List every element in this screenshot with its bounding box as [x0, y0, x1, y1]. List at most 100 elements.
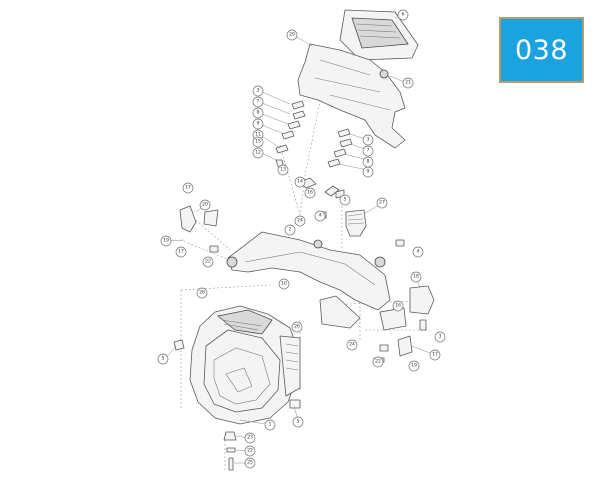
callout-19: 19 [160, 235, 172, 247]
callout-7b: 7 [362, 145, 374, 157]
callout-25: 25 [244, 457, 256, 469]
callout-label: 16 [395, 303, 401, 309]
callout-16b: 16 [392, 300, 404, 312]
callout-label: 6 [402, 12, 405, 18]
cluster-bracket [297, 43, 406, 149]
callout-label: 5 [162, 356, 165, 362]
callout-18b: 18 [410, 271, 422, 283]
callout-label: 5 [344, 197, 347, 203]
fastener-stack-right [327, 128, 353, 168]
callout-9b: 9 [362, 166, 374, 178]
instrument-cluster [339, 9, 419, 61]
callout-15: 15 [252, 136, 264, 148]
callout-label: 29 [289, 32, 295, 38]
bulb-socket [345, 209, 367, 237]
callout-label: 11 [255, 132, 261, 138]
callout-label: 22 [375, 359, 381, 365]
callout-label: 12 [255, 150, 261, 156]
callout-label: 19 [411, 363, 417, 369]
callout-26: 26 [196, 287, 208, 299]
callout-label: 26 [294, 324, 300, 330]
callout-group: 6 29 21 3 7 8 9 11 15 12 13 14 16 5 3 7 … [157, 9, 446, 469]
callout-label: 18 [413, 274, 419, 280]
callout-label: 17 [432, 352, 438, 358]
callout-label: 27 [379, 200, 385, 206]
callout-label: 24 [297, 218, 303, 224]
callout-4b: 4 [412, 246, 424, 258]
callout-label: 9 [257, 121, 260, 127]
callout-label: 14 [297, 179, 303, 185]
callout-label: 22 [205, 259, 211, 265]
callout-label: 21 [405, 80, 411, 86]
bottom-fasteners [173, 339, 301, 471]
callout-label: 26 [199, 290, 205, 296]
callout-label: 7 [257, 99, 260, 105]
callout-23: 23 [244, 432, 256, 444]
callout-6: 6 [397, 9, 409, 21]
page-number-badge: 038 [499, 17, 584, 83]
callout-8: 8 [252, 107, 264, 119]
callout-label: 17 [185, 185, 191, 191]
callout-1: 1 [264, 419, 276, 431]
callout-label: 17 [178, 249, 184, 255]
callout-5b: 5 [157, 353, 169, 365]
callout-5: 5 [339, 194, 351, 206]
callout-label: 10 [281, 281, 287, 287]
callout-9: 9 [252, 118, 264, 130]
callout-label: 15 [255, 139, 261, 145]
callout-label: 22 [247, 448, 253, 454]
callout-20: 20 [199, 199, 211, 211]
callout-label: 16 [307, 190, 313, 196]
callout-label: 4 [319, 213, 322, 219]
callout-10b: 10 [278, 278, 290, 290]
callout-5c: 5 [292, 416, 304, 428]
callout-27: 27 [376, 197, 388, 209]
callout-label: 3 [257, 88, 260, 94]
callout-label: 25 [247, 460, 253, 466]
callout-24: 24 [294, 215, 306, 227]
callout-13: 13 [277, 164, 289, 176]
callout-4: 4 [314, 210, 326, 222]
headlight-assembly [189, 305, 301, 425]
callout-label: 3 [439, 334, 442, 340]
callout-7: 7 [252, 96, 264, 108]
callout-label: 2 [289, 227, 292, 233]
callout-label: 23 [247, 435, 253, 441]
callout-22b: 22 [372, 356, 384, 368]
callout-29: 29 [286, 29, 298, 41]
callout-label: 7 [367, 148, 370, 154]
callout-17b: 17 [175, 246, 187, 258]
fastener-stack-left [275, 100, 306, 173]
callout-24b: 24 [346, 339, 358, 351]
right-relay-parts [379, 285, 435, 357]
callout-3: 3 [252, 85, 264, 97]
callout-17: 17 [182, 182, 194, 194]
callout-22: 22 [202, 256, 214, 268]
callout-label: 8 [257, 110, 260, 116]
callout-label: 9 [367, 169, 370, 175]
callout-3c: 3 [434, 331, 446, 343]
callout-label: 19 [163, 238, 169, 244]
callout-12: 12 [252, 147, 264, 159]
callout-label: 20 [202, 202, 208, 208]
callout-label: 24 [349, 342, 355, 348]
callout-17c: 17 [429, 349, 441, 361]
callout-14: 14 [294, 176, 306, 188]
callout-3b: 3 [362, 134, 374, 146]
callout-label: 4 [417, 249, 420, 255]
callout-19b: 19 [408, 360, 420, 372]
left-small-brackets [179, 205, 219, 233]
callout-2: 2 [284, 224, 296, 236]
headlight-bracket [226, 231, 391, 329]
callout-label: 3 [367, 137, 370, 143]
callout-26b: 26 [291, 321, 303, 333]
callout-21: 21 [402, 77, 414, 89]
callout-label: 8 [367, 159, 370, 165]
callout-label: 13 [280, 167, 286, 173]
callout-16: 16 [304, 187, 316, 199]
callout-8b: 8 [362, 156, 374, 168]
callout-label: 1 [269, 422, 272, 428]
callout-22c: 22 [244, 445, 256, 457]
